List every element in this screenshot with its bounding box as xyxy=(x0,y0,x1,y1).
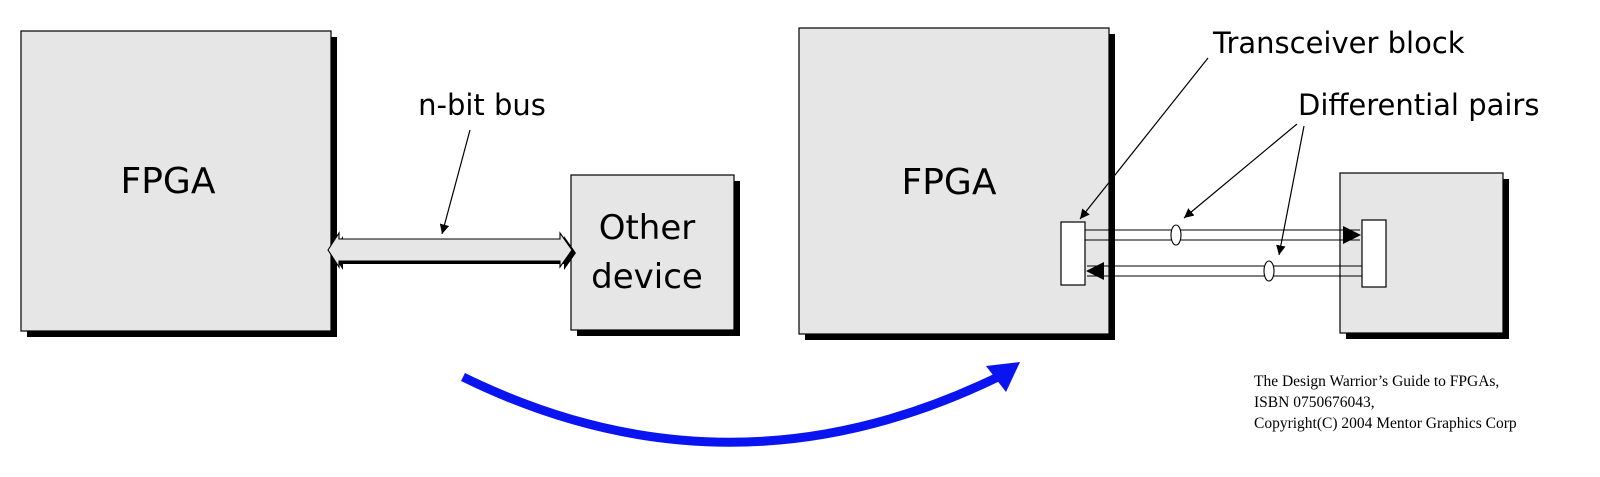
right-fpga-label: FPGA xyxy=(902,162,997,203)
differential-label: Differential pairs xyxy=(1298,88,1539,122)
transceiver-block-device xyxy=(1361,219,1387,288)
differential-pair-rx xyxy=(1086,260,1362,282)
other-device-label-line2: device xyxy=(591,257,703,297)
credit-line-2: ISBN 0750676043, xyxy=(1254,394,1375,411)
bus-label-pointer xyxy=(439,129,471,235)
differential-pointer-2 xyxy=(1276,125,1305,256)
bus-arrow xyxy=(327,231,576,270)
bus-label: n-bit bus xyxy=(418,88,546,122)
differential-pointer-1 xyxy=(1183,123,1298,219)
left-fpga-label: FPGA xyxy=(121,161,216,202)
left-fpga-box xyxy=(20,30,337,337)
transceiver-block-fpga xyxy=(1060,221,1086,286)
transition-arrow xyxy=(461,362,1020,447)
differential-pair-tx xyxy=(1085,224,1361,246)
transceiver-label: Transceiver block xyxy=(1212,26,1465,60)
transceiver-pointer xyxy=(1079,57,1209,220)
other-device-label-line1: Other xyxy=(599,208,696,248)
other-device-box xyxy=(570,174,740,336)
right-fpga-box xyxy=(798,27,1115,340)
credit-line-1: The Design Warrior’s Guide to FPGAs, xyxy=(1254,373,1499,390)
credit-line-3: Copyright(C) 2004 Mentor Graphics Corp xyxy=(1254,415,1517,432)
